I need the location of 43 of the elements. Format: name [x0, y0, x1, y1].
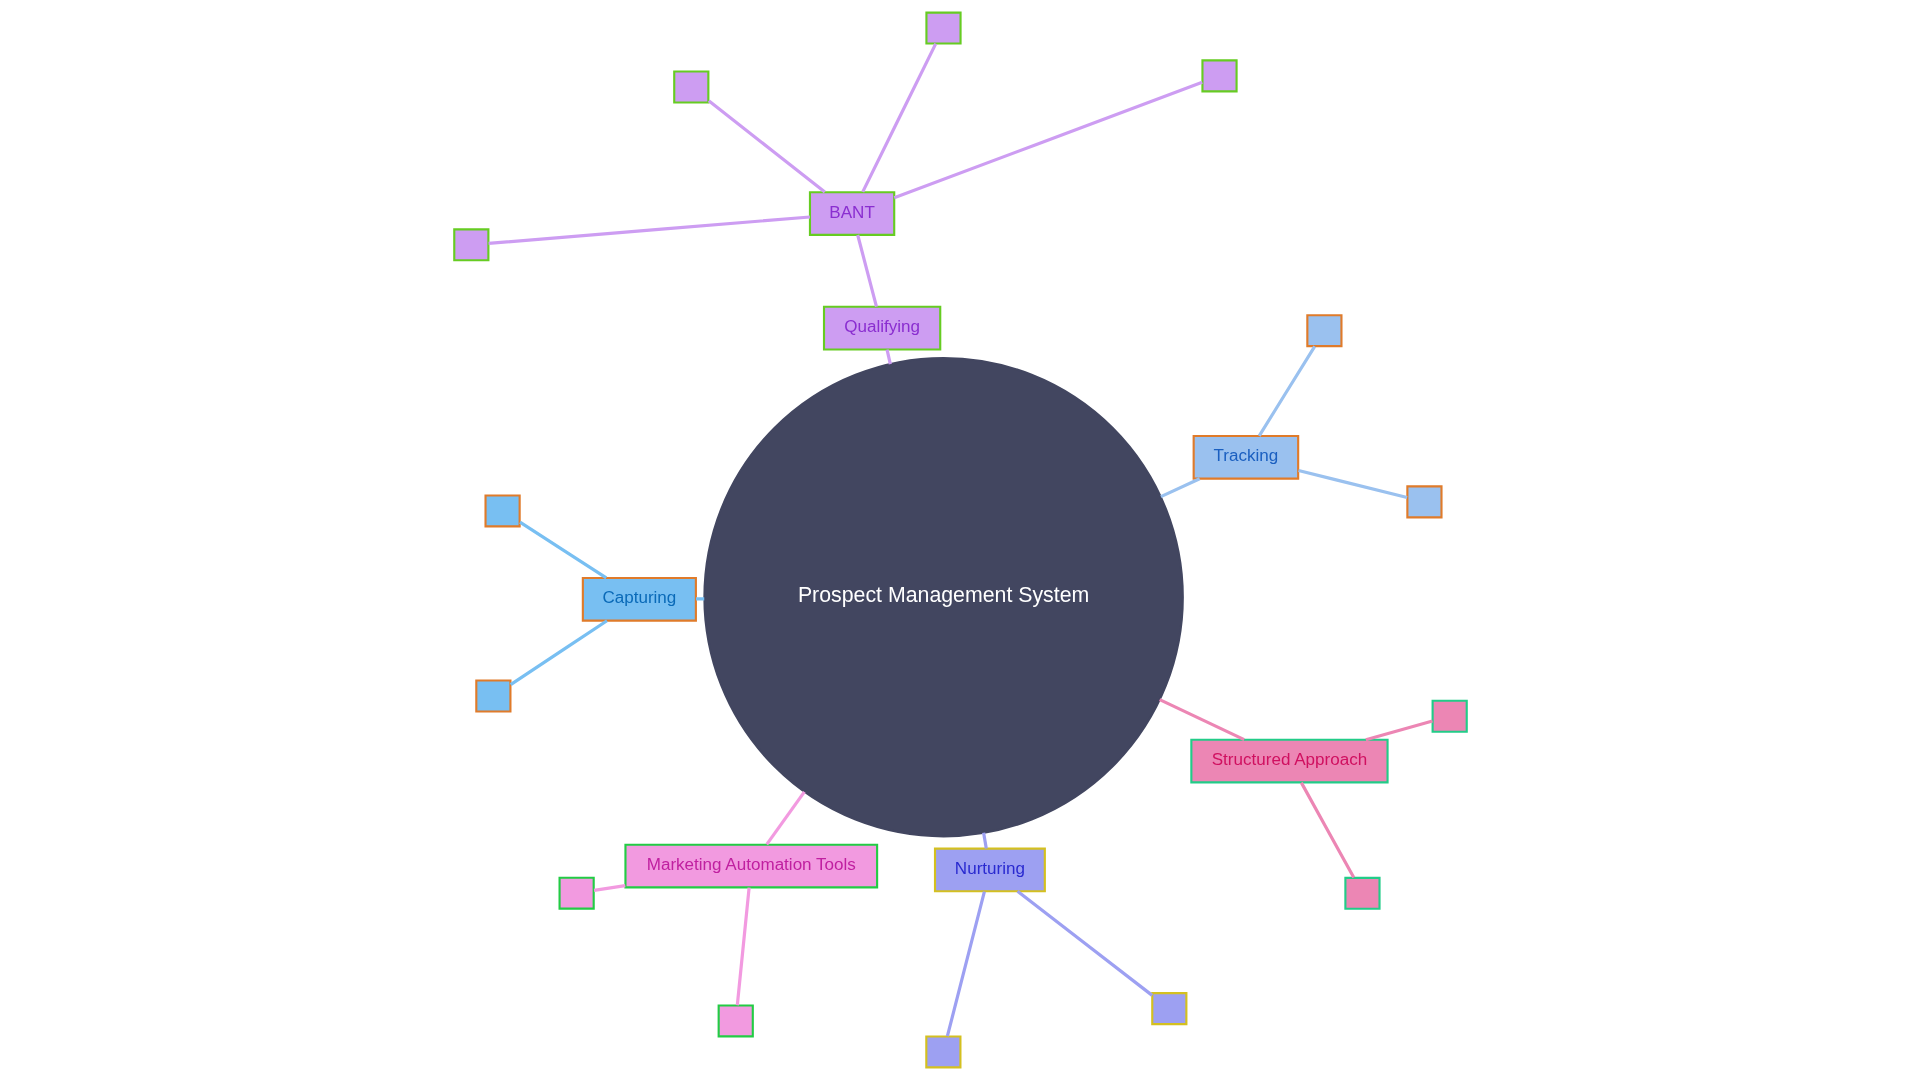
node-box [558, 876, 595, 910]
node-box [1305, 314, 1343, 348]
connector [764, 790, 806, 846]
node-circle: Prospect Management System [702, 356, 1184, 838]
node-box [924, 11, 962, 45]
node-box: Marketing Automation Tools [623, 843, 878, 889]
connector [855, 234, 878, 307]
connector [1016, 890, 1153, 997]
connector [735, 887, 751, 1006]
connector [1297, 468, 1407, 500]
connector [1159, 477, 1200, 499]
connector [518, 520, 607, 580]
node-box [1200, 59, 1238, 93]
connector [1257, 345, 1316, 437]
connector [509, 619, 608, 686]
connector [860, 42, 937, 193]
connector [695, 597, 704, 601]
connector [893, 80, 1203, 200]
node-box: Qualifying [822, 305, 941, 351]
node-box [483, 494, 521, 528]
connector [1299, 781, 1355, 879]
node-box: Tracking [1192, 434, 1299, 480]
connector [981, 832, 988, 849]
node-box [717, 1004, 754, 1038]
connector [1364, 719, 1433, 742]
node-box: Capturing [581, 576, 697, 622]
node-box [924, 1035, 961, 1069]
node-box [1150, 992, 1187, 1026]
node-box: Nurturing [933, 847, 1046, 893]
connector [487, 215, 810, 245]
node-box: Structured Approach [1189, 738, 1389, 784]
connector [945, 891, 986, 1037]
node-box [1343, 876, 1381, 910]
node-box [1405, 485, 1443, 519]
node-box [672, 70, 709, 104]
connector [707, 99, 826, 194]
connector [593, 884, 626, 893]
connector [1158, 698, 1245, 742]
connector [885, 349, 892, 365]
node-box: BANT [808, 191, 895, 236]
node-box [1431, 699, 1468, 733]
node-box [452, 228, 489, 262]
node-box [474, 679, 511, 713]
